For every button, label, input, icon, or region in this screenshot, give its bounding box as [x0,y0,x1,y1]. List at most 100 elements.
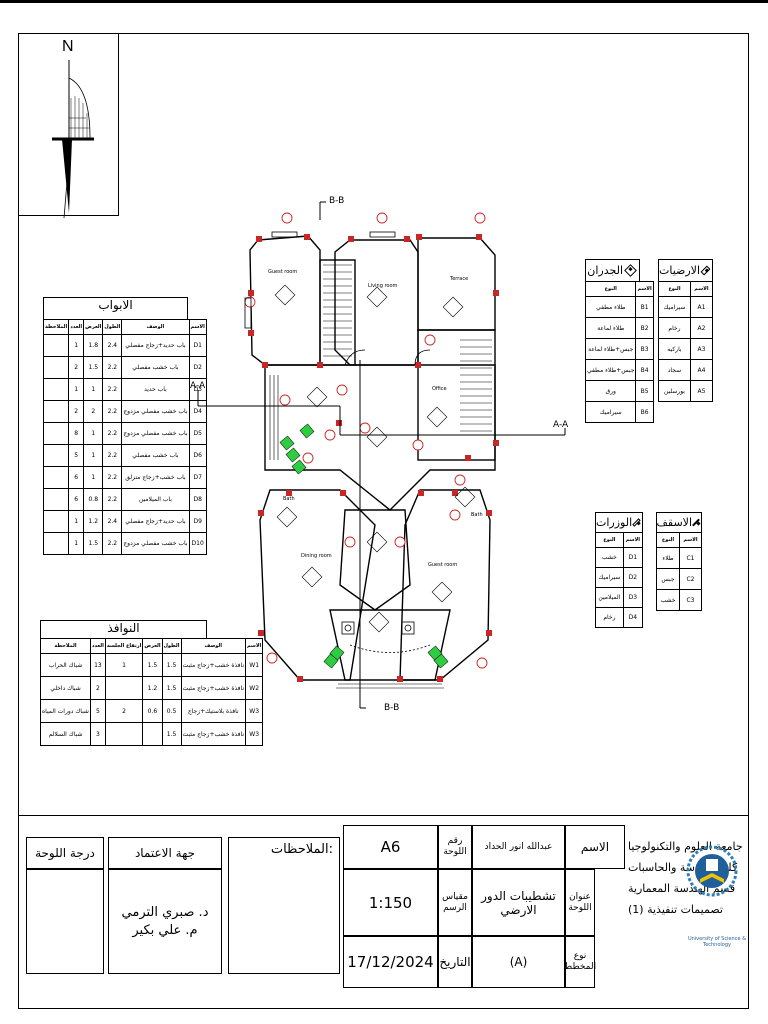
windows-cell: 2 [104,699,144,723]
ceilings-cell: C3 [678,589,703,611]
room-label-office: Office [432,386,447,392]
windows-cell: شباك دورات المياه [40,699,91,723]
section-label-aa-right: A-A [553,420,569,430]
baseboards-cell: D1 [622,547,644,568]
ceilings-cell: C2 [678,568,703,590]
doors-cell: 1.2 [83,510,104,533]
sheet-number-label: رقم اللوحة [438,825,472,869]
room-label-living-room: Living room [368,283,398,289]
doors-cell: D2 [188,356,207,379]
drawing-title-label: عنوان اللوحة [565,869,595,936]
sheet-number-value: A6 [343,825,438,869]
doors-cell: باب حديد+زجاج مفصلي [121,510,190,533]
doors-cell [42,378,70,401]
doors-cell: 2 [68,400,85,423]
doors-cell: باب الميلامين [121,488,190,511]
windows-cell: 1.2 [142,676,163,700]
walls-cell: B6 [635,401,654,423]
baseboards-header-cell: الاسم [622,532,644,548]
windows-header-cell: العرض [142,638,163,654]
grade-box [26,869,104,974]
section-label-bb-top: B-B [329,196,345,206]
ceilings-diamond-icon [692,518,700,527]
baseboards-diamond-icon [632,518,641,527]
scale-value: 1:150 [343,869,438,936]
doors-cell: 2.2 [102,400,123,423]
college-name: كلية الهندسة والحاسبات [628,861,738,874]
walls-title-text: الجدران [587,264,623,277]
walls-cell: طلاء مطفي [584,296,637,318]
floors-cell: A2 [689,317,714,339]
baseboards-cell: D2 [622,567,644,588]
baseboards-cell: الميلامين [595,587,624,608]
doors-cell: 2.2 [102,378,123,401]
doors-cell: 2.2 [102,466,123,489]
doors-cell: 1.5 [83,356,104,379]
name-label: الاسم [565,825,625,869]
windows-cell: نافذة خشب+زجاج مثبت [180,722,246,746]
doors-cell: D4 [188,400,207,423]
doors-cell: باب خشب مفصلي مزدوج [121,532,190,555]
windows-cell: W1 [244,653,264,677]
notes-label: الملاحظات: [270,842,333,857]
title-block-separator [18,815,749,816]
top-border-line [0,0,768,3]
terrace-walls [417,237,496,331]
windows-cell: 1.5 [161,676,182,700]
approval-label: جهة الاعتماد [108,837,222,869]
doors-cell: 5 [68,444,85,467]
windows-cell: 0.6 [142,699,163,723]
walls-cell: سيراميك [584,401,637,423]
name-value: عبدالله انور الحداد [472,825,565,869]
floors-cell: بورسلين [658,380,691,402]
floors-cell: رخام [658,317,691,339]
doors-cell: D3 [188,378,207,401]
room-label-guest-room-bottom: Guest room [428,562,458,568]
doors-cell: D7 [188,466,207,489]
ceilings-cell: خشب [656,589,680,611]
walls-cell: B5 [635,380,654,402]
baseboards-cell: رخام [595,607,624,628]
doors-cell: 2.4 [102,510,123,533]
windows-cell [142,722,163,746]
windows-header-cell: الطول [161,638,182,654]
doors-cell: 2.2 [102,356,123,379]
floors-cell: باركيه [658,338,691,360]
lobby-walls [339,509,411,611]
baseboards-schedule-title: الوزرات [595,512,643,532]
baseboards-cell: D3 [622,587,644,608]
walls-cell: B1 [635,296,654,318]
floors-cell: A4 [689,359,714,381]
doors-cell: 2.2 [102,444,123,467]
doors-cell: 1 [83,444,104,467]
walls-cell: ورق [584,380,637,402]
baseboards-cell: سيراميك [595,567,624,588]
doors-cell: 1 [68,510,85,533]
windows-cell: نافذة بلاستيك+زجاج [180,699,246,723]
doors-cell: 2.2 [102,532,123,555]
date-value: 17/12/2024 [343,936,438,988]
windows-cell [104,676,144,700]
dining-room-walls [259,489,376,681]
